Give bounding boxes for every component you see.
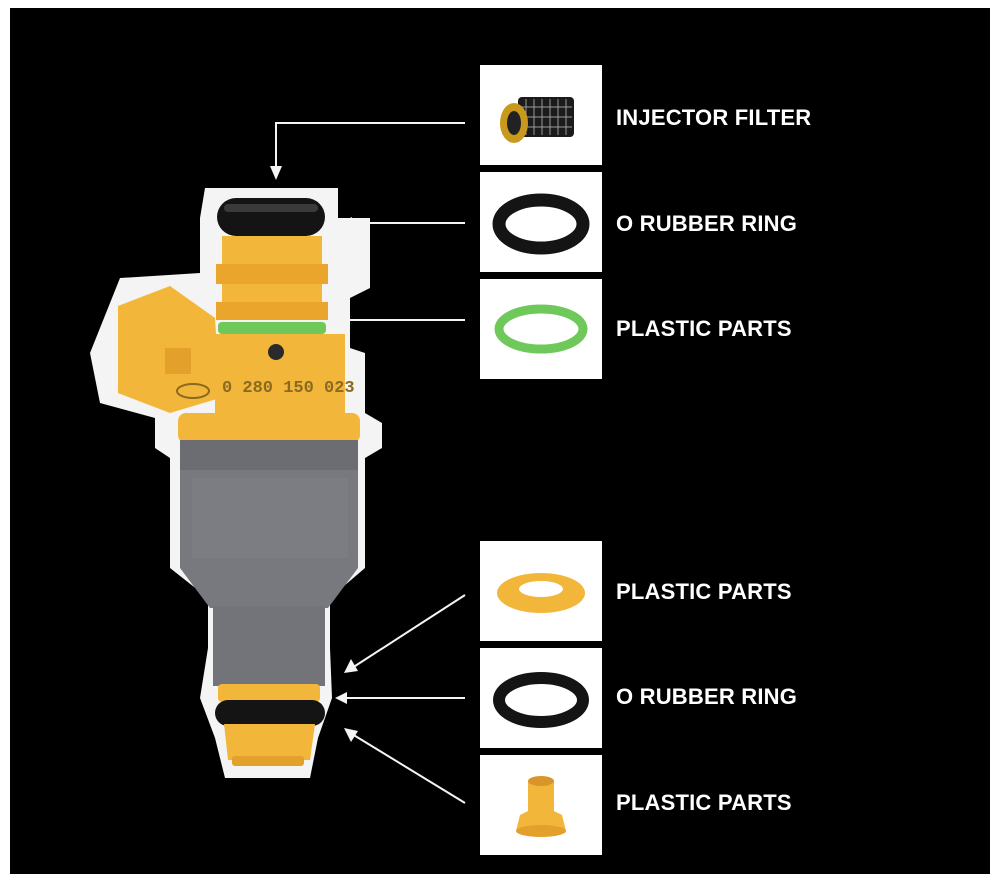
yellow-plastic-washer-icon	[497, 573, 585, 613]
thumb-plastic-parts-cap	[480, 755, 602, 855]
thumb-plastic-parts-yellow	[480, 541, 602, 641]
injector-filter-icon	[500, 97, 574, 143]
callout-label-o-rubber-ring-top: O RUBBER RING	[616, 211, 798, 236]
thumb-injector-filter	[480, 65, 602, 165]
diagram-canvas: 0 280 150 023	[10, 8, 990, 874]
callout-label-plastic-parts-2: PLASTIC PARTS	[616, 579, 792, 604]
o-ring-icon	[492, 193, 590, 255]
o-ring-icon	[493, 672, 589, 728]
thumb-plastic-parts-green	[480, 279, 602, 379]
thumb-o-rubber-ring-top	[480, 172, 602, 272]
callout-label-plastic-parts-1: PLASTIC PARTS	[616, 316, 792, 341]
thumb-o-rubber-ring-bottom	[480, 648, 602, 748]
pintle-cap-icon	[516, 776, 566, 837]
callout-label-injector-filter: INJECTOR FILTER	[616, 105, 812, 130]
callout-label-plastic-parts-3: PLASTIC PARTS	[616, 790, 792, 815]
fuel-injector-image: 0 280 150 023	[90, 122, 466, 804]
green-plastic-ring-icon	[494, 304, 588, 354]
injector-part-number: 0 280 150 023	[222, 379, 355, 398]
callout-label-o-rubber-ring-bottom: O RUBBER RING	[616, 684, 798, 709]
